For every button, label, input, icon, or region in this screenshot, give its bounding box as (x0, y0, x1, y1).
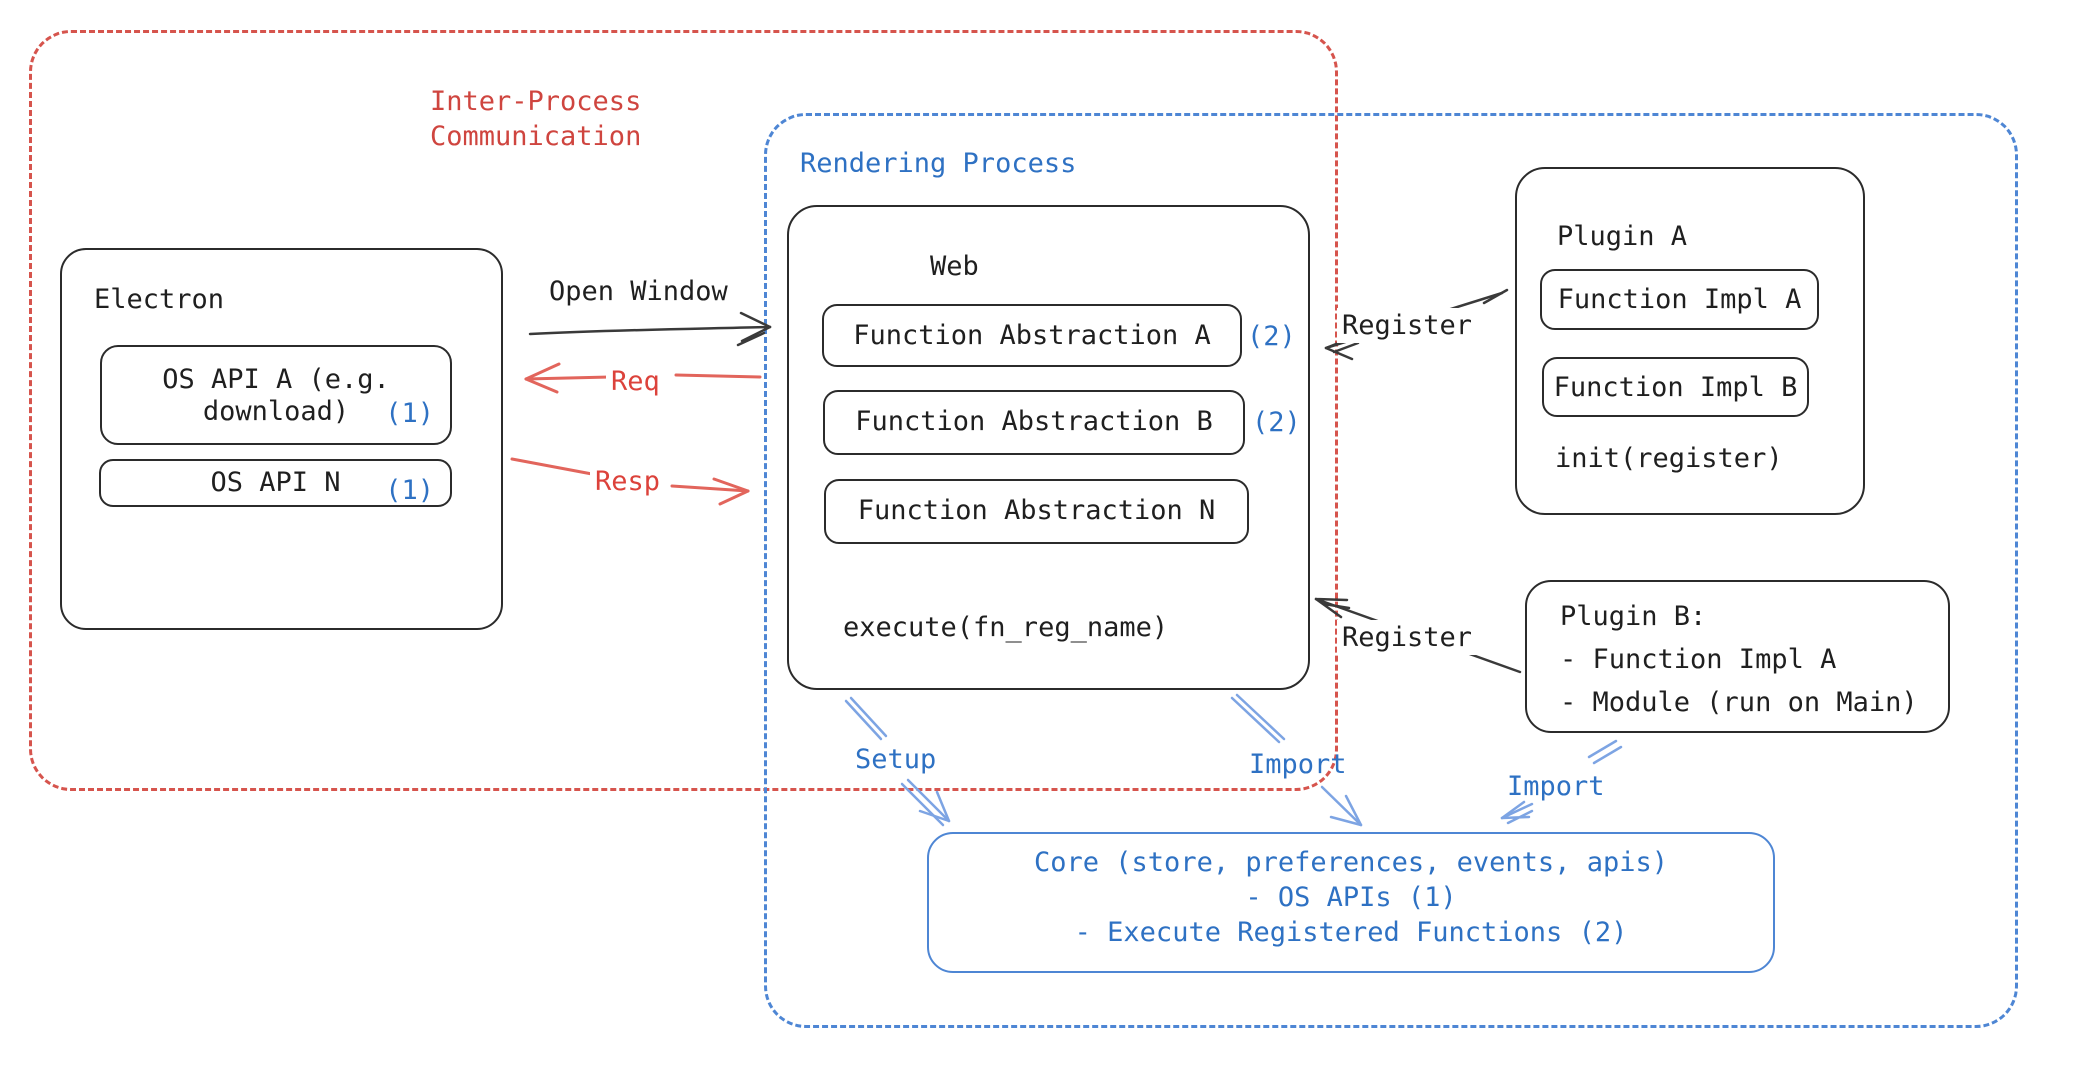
function-abstraction-b-badge: (2) (1252, 407, 1301, 438)
os-api-n-badge: (1) (385, 475, 434, 506)
electron-box: Electron OS API A (e.g. download) (1) OS… (60, 248, 503, 630)
plugin-b-title: Plugin B: (1560, 601, 1707, 632)
plugin-a-title: Plugin A (1557, 221, 1688, 252)
init-register-label: init(register) (1555, 443, 1783, 474)
rendering-process-region-outline (764, 113, 2018, 1028)
core-box: Core (store, preferences, events, apis) … (927, 832, 1775, 973)
core-title-line: Core (store, preferences, events, apis) (1034, 847, 1668, 878)
ipc-region-outline (29, 30, 1338, 791)
register-b-arrow-label: Register (1337, 620, 1478, 655)
execute-call-label: execute(fn_reg_name) (843, 612, 1169, 643)
import-web-arrow-label: Import (1249, 749, 1347, 780)
register-a-arrow-label: Register (1337, 308, 1478, 343)
ipc-label-line1: Inter-Process (430, 86, 642, 117)
open-window-arrow-label: Open Window (549, 276, 728, 307)
rendering-process-label: Rendering Process (800, 148, 1077, 179)
os-api-n-box: OS API N (1) (99, 459, 452, 507)
import-plugin-arrow-label: Import (1507, 771, 1605, 802)
os-api-a-box: OS API A (e.g. download) (1) (100, 345, 452, 445)
os-api-a-badge: (1) (385, 398, 434, 429)
ipc-label-line2: Communication (430, 121, 642, 152)
web-title: Web (930, 251, 979, 282)
electron-title: Electron (94, 284, 225, 315)
function-abstraction-n-box: Function Abstraction N (824, 479, 1249, 544)
req-arrow-label: Req (606, 364, 665, 399)
function-impl-b-box: Function Impl B (1542, 357, 1809, 417)
ipc-region-label: Inter-Process Communication (430, 84, 641, 154)
resp-arrow-label: Resp (590, 464, 666, 499)
setup-arrow-label: Setup (855, 744, 937, 775)
function-abstraction-a-badge: (2) (1247, 321, 1296, 352)
function-impl-a-box: Function Impl A (1540, 269, 1819, 330)
core-execute-functions-line: - Execute Registered Functions (2) (1074, 917, 1628, 948)
os-api-a-label-line1: OS API A (e.g. (162, 364, 390, 395)
plugin-b-item-function-impl-a: - Function Impl A (1560, 644, 1837, 675)
function-abstraction-b-box: Function Abstraction B (823, 390, 1245, 455)
web-box: Web Function Abstraction A (2) Function … (787, 205, 1310, 690)
plugin-a-box: Plugin A Function Impl A Function Impl B… (1515, 167, 1865, 515)
plugin-b-box: Plugin B: - Function Impl A - Module (ru… (1525, 580, 1950, 733)
os-api-n-label: OS API N (210, 467, 341, 498)
function-abstraction-a-box: Function Abstraction A (822, 304, 1242, 367)
plugin-b-item-module: - Module (run on Main) (1560, 687, 1918, 718)
core-os-apis-line: - OS APIs (1) (1245, 882, 1457, 913)
os-api-a-label-line2: download) (202, 396, 350, 427)
